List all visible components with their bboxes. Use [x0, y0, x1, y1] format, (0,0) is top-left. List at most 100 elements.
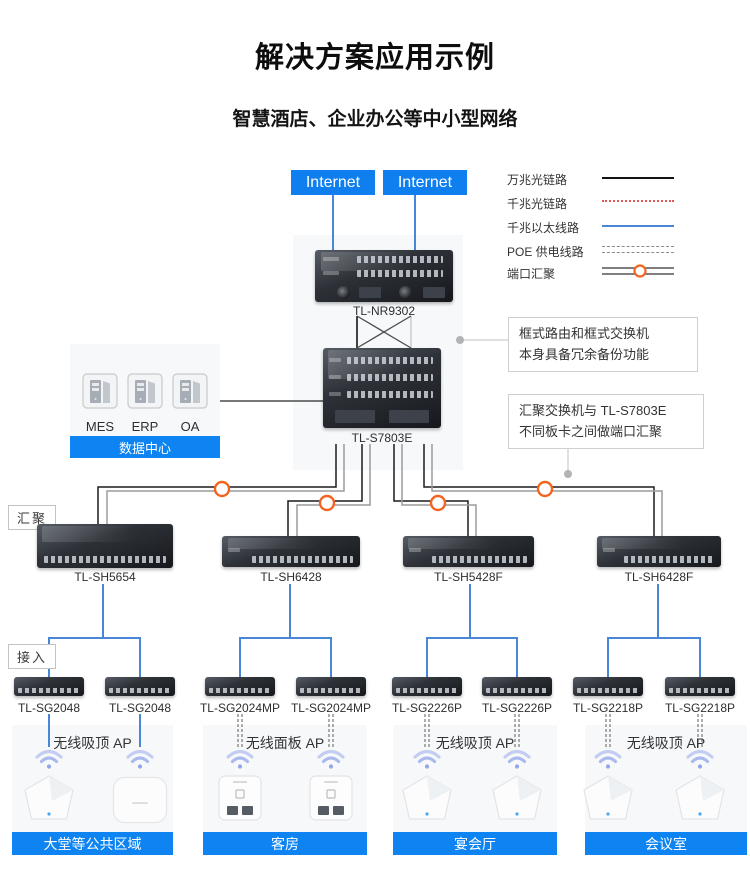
zone-banquet-ap-type: 无线吸顶 AP [435, 735, 515, 751]
legend-line-ethernet [602, 225, 674, 227]
wall-ap-icon [218, 775, 262, 821]
core-module-left [335, 410, 375, 423]
annotation-redundancy: 框式路由和框式交换机 本身具备冗余备份功能 [508, 317, 698, 372]
internet-box-right: Internet [383, 170, 467, 195]
datacenter-caption-bar: 数据中心 [70, 436, 220, 458]
annotation-line: 汇聚交换机与 TL-S7803E [519, 403, 667, 418]
access-switch-8-label: TL-SG2218P [664, 701, 736, 715]
access-switch-7-label: TL-SG2218P [572, 701, 644, 715]
core-led-row2 [329, 375, 341, 379]
router-core-redundant-links [356, 315, 412, 349]
aggregation-switch-4 [597, 536, 721, 567]
page-subtitle: 智慧酒店、企业办公等中小型网络 [232, 109, 518, 130]
access-switch-4-label: TL-SG2024MP [290, 701, 372, 715]
server-label-mes: MES [85, 419, 115, 434]
ceiling-ap-icon [402, 775, 452, 820]
access-switch-6 [482, 677, 552, 696]
access-switch-8 [665, 677, 735, 696]
ceiling-ap-icon [583, 775, 633, 820]
access-switch-1-label: TL-SG2048 [17, 701, 81, 715]
server-label-erp: ERP [131, 419, 159, 434]
switch-ports [109, 688, 171, 693]
zone-meeting-ap-type: 无线吸顶 AP [626, 735, 706, 751]
legend-label-port-aggregation: 端口汇聚 [507, 267, 556, 281]
wifi-icon [126, 749, 154, 769]
legend-label-ethernet: 千兆以太线路 [507, 221, 580, 235]
tier-tag-access: 接入 [8, 644, 56, 669]
wifi-icon [594, 749, 622, 769]
access-switch-5-label: TL-SG2226P [391, 701, 463, 715]
annotation-line: 本身具备冗余备份功能 [519, 347, 650, 363]
page-title: 解决方案应用示例 [254, 42, 495, 74]
aggregation-switch-3-label: TL-SH5428F [434, 570, 503, 584]
zone-lobby-bar: 大堂等公共区域 [12, 832, 173, 855]
annotation-line: 框式路由和框式交换机 [519, 326, 650, 341]
aggregation-access-links [48, 584, 701, 677]
access-switch-3-label: TL-SG2024MP [199, 701, 281, 715]
trunk-links-10g [97, 444, 663, 538]
annotation-line: 不同板卡之间做端口汇聚 [519, 424, 663, 440]
access-switch-7 [573, 677, 643, 696]
switch-ports [396, 688, 458, 693]
access-switch-1 [14, 677, 84, 696]
access-switch-2 [105, 677, 175, 696]
device-sheen [408, 538, 495, 550]
wifi-icon [413, 749, 441, 769]
device-sheen [601, 538, 684, 550]
core-ports-row1 [347, 357, 433, 364]
switch-ports [486, 688, 548, 693]
legend-label-10g-fiber: 万兆光链路 [507, 173, 568, 187]
access-switch-2-label: TL-SG2048 [108, 701, 172, 715]
switch-ports [43, 556, 167, 563]
aggregation-switch-2 [222, 536, 360, 567]
access-switch-3 [205, 677, 275, 696]
switch-ports [300, 688, 362, 693]
access-switch-5 [392, 677, 462, 696]
server-label-oa: OA [180, 419, 200, 434]
core-led-row1 [329, 358, 341, 362]
access-ap-links-poe [237, 714, 703, 747]
router-ports-row2 [357, 270, 443, 277]
server-icon-oa [172, 373, 208, 409]
server-icon-mes [82, 373, 118, 409]
aggregation-switch-1 [37, 524, 173, 568]
annotation-port-aggregation: 汇聚交换机与 TL-S7803E 不同板卡之间做端口汇聚 [508, 394, 704, 449]
switch-ports [669, 688, 731, 693]
router-fan-left [337, 286, 350, 299]
access-ap-links-ethernet [48, 714, 141, 747]
switch-ports [252, 556, 354, 563]
router-psu-right [423, 287, 445, 298]
server-icon-erp [127, 373, 163, 409]
switch-led [228, 548, 240, 552]
access-switch-4 [296, 677, 366, 696]
zone-guestroom-ap-type: 无线面板 AP [245, 735, 325, 751]
router-ports-row1 [357, 256, 443, 263]
router-led-row1 [323, 257, 339, 261]
aggregation-switch-2-label: TL-SH6428 [260, 570, 322, 584]
wall-ap-icon [309, 775, 353, 821]
aggregation-switch-1-label: TL-SH5654 [74, 570, 136, 584]
core-switch-label: TL-S7803E [351, 431, 413, 445]
access-switch-6-label: TL-SG2226P [481, 701, 553, 715]
switch-led [409, 548, 421, 552]
zone-meeting-bar: 会议室 [585, 832, 747, 855]
legend-label-poe: POE 供电线路 [507, 245, 584, 259]
legend-line-1g-fiber [602, 200, 674, 202]
zone-banquet-bar: 宴会厅 [393, 832, 557, 855]
wifi-icon [226, 749, 254, 769]
core-ports-row3 [347, 391, 433, 398]
device-sheen [327, 350, 406, 379]
zone-guestroom-bar: 客房 [203, 832, 367, 855]
core-switch-device [323, 348, 441, 428]
router-psu-left [359, 287, 381, 298]
wifi-icon [35, 749, 63, 769]
switch-ports [209, 688, 271, 693]
core-led-row3 [329, 392, 341, 396]
switch-ports [624, 556, 715, 563]
aggregation-switch-3 [403, 536, 534, 567]
internet-links [332, 195, 416, 250]
ceiling-ap-square-icon [112, 776, 168, 824]
ceiling-ap-icon [675, 775, 725, 820]
switch-ports [577, 688, 639, 693]
